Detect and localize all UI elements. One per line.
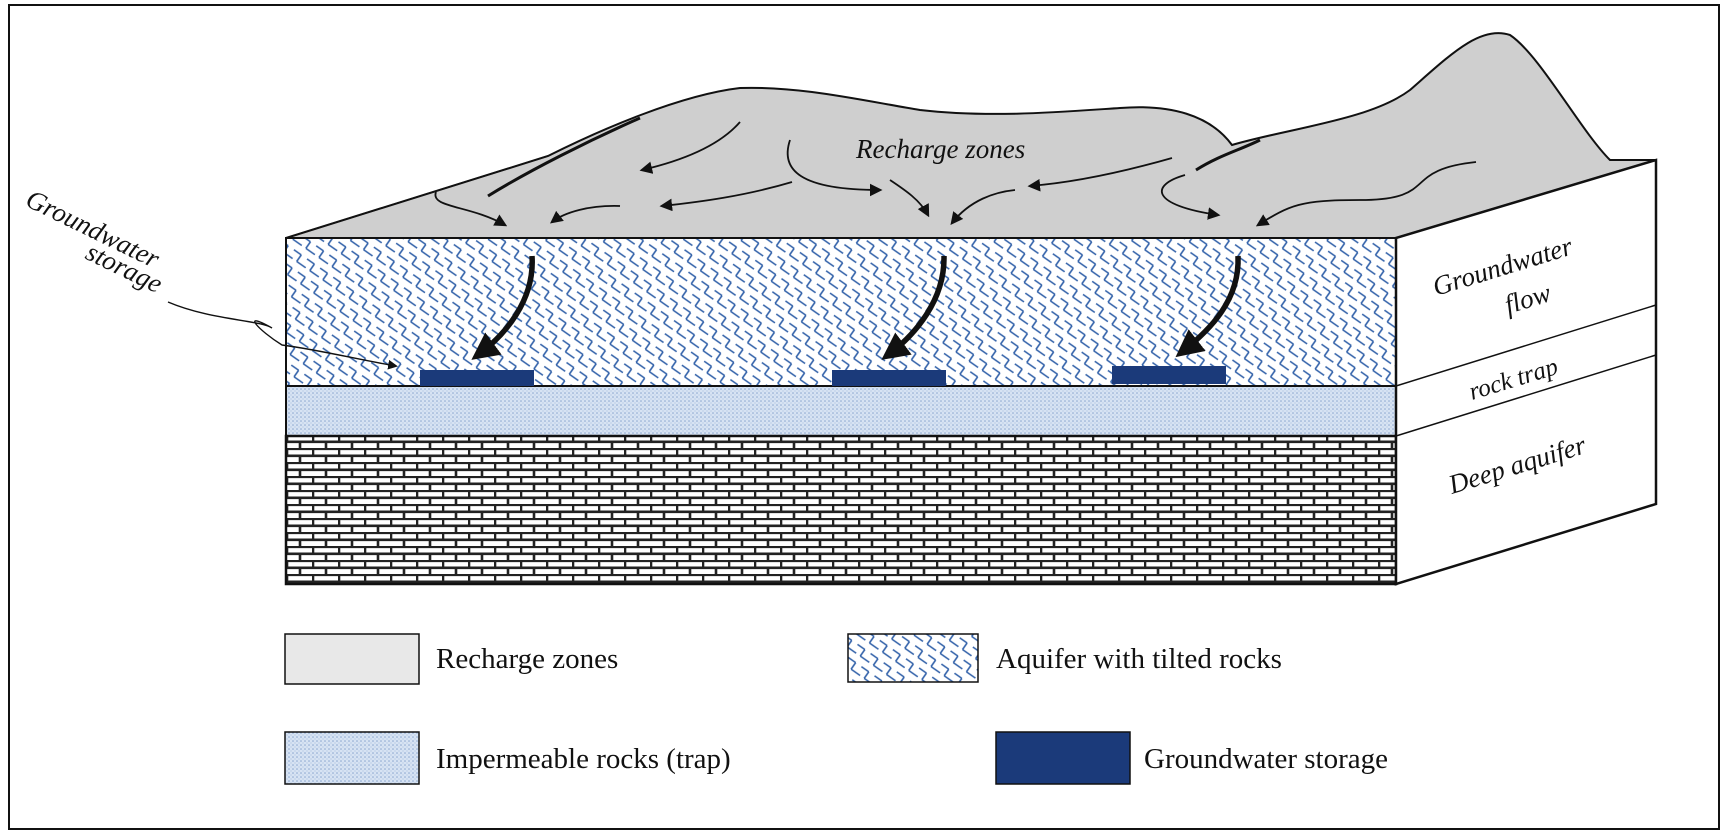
surface-arrow — [550, 205, 621, 224]
legend-swatch-impermeable — [284, 731, 420, 785]
recharge-zones-label: Recharge zones — [855, 134, 1025, 164]
surface-arrow — [950, 189, 1016, 225]
side-face-divider-2 — [1395, 354, 1657, 437]
deep-aquifer-layer — [284, 434, 1398, 586]
infiltration-arrow-3 — [1175, 255, 1241, 358]
infiltration-arrow-1 — [471, 255, 535, 360]
side-face-divider-1 — [1395, 304, 1657, 387]
legend-label-aquifer: Aquifer with tilted rocks — [996, 643, 1282, 675]
ridge-line-right — [1195, 138, 1261, 172]
surface-arrow — [434, 191, 508, 227]
surface-arrows — [434, 121, 1477, 227]
legend-label-storage: Groundwater storage — [1144, 743, 1388, 775]
storage-lens-3 — [1112, 366, 1226, 384]
surface-arrow — [786, 139, 883, 197]
storage-leader-line — [167, 301, 398, 370]
surface-arrow — [1160, 174, 1221, 220]
infiltration-arrow-2 — [881, 255, 947, 360]
storage-lens-1 — [420, 370, 534, 386]
legend-label-impermeable: Impermeable rocks (trap) — [436, 743, 731, 775]
legend-swatch-storage — [995, 731, 1131, 785]
surface-arrow — [1255, 161, 1477, 227]
surface-arrow — [659, 181, 793, 212]
surface-arrow — [639, 121, 741, 174]
top-face-edge — [285, 155, 549, 239]
surface-arrow — [889, 179, 930, 218]
side-face — [1394, 158, 1658, 586]
trap-layer — [285, 385, 1397, 437]
recharge-zone-terrain — [285, 32, 1657, 239]
legend-swatch-aquifer — [847, 633, 979, 683]
legend-label-recharge: Recharge zones — [436, 643, 619, 675]
storage-lens-2 — [832, 370, 946, 386]
ridge-line — [487, 116, 641, 198]
surface-arrow — [1027, 157, 1173, 192]
aquifer-layer — [285, 237, 1397, 387]
legend-swatch-recharge — [284, 633, 420, 685]
